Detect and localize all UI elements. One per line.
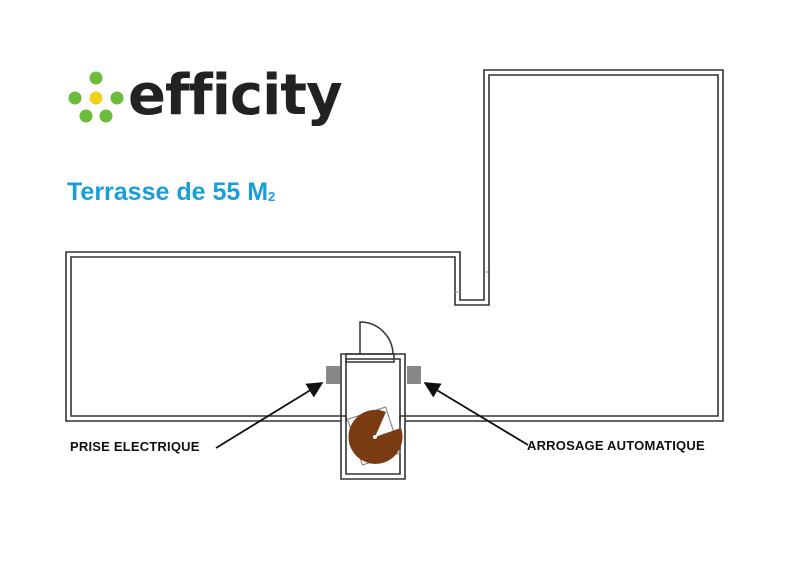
arrosage-automatique-label: ARROSAGE AUTOMATIQUE [527,438,705,453]
logo-dots-icon [68,71,124,123]
electric-outlet [326,366,340,384]
sprinkler-box [407,366,421,384]
prise-electrique-label: PRISE ELECTRIQUE [70,439,200,454]
title-subscript: 2 [268,189,276,204]
inner-wall [70,74,719,475]
right-arrow [423,382,529,446]
logo-wordmark: efficity [128,63,343,128]
notch-detail [455,271,489,293]
efficity-logo: efficity [66,63,346,140]
outer-wall [65,69,724,480]
page-title: Terrasse de 55 M2 [67,178,275,207]
terrace-walls [65,69,724,480]
tree-symbol [346,406,403,466]
small-room [340,353,406,421]
left-arrow [215,382,324,449]
door [345,321,395,363]
title-text: Terrasse de 55 M [67,178,269,206]
